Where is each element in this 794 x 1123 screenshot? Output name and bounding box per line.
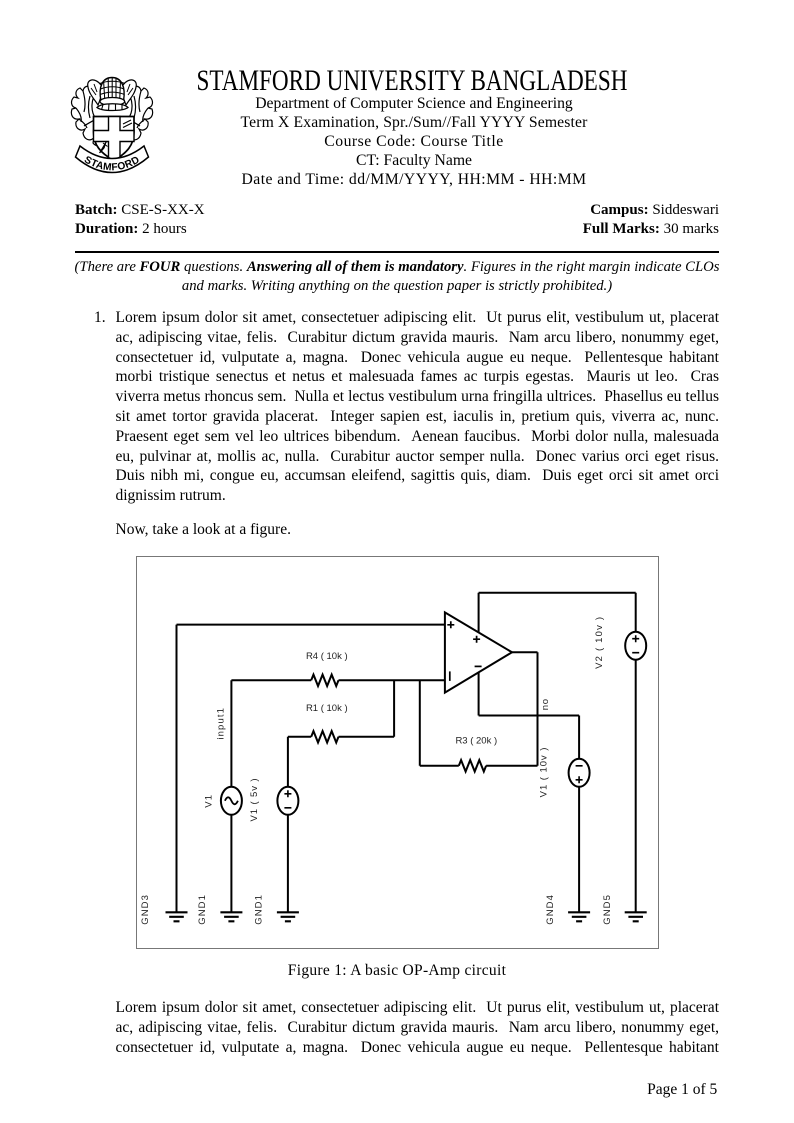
svg-text:GND3: GND3 [140, 894, 151, 925]
svg-text:GND4: GND4 [544, 894, 555, 925]
svg-text:V1 ( 10v ): V1 ( 10v ) [538, 747, 549, 798]
svg-text:R3 ( 20k ): R3 ( 20k ) [455, 736, 497, 747]
svg-text:input1: input1 [215, 707, 226, 739]
svg-text:GND1: GND1 [196, 894, 207, 925]
svg-text:R4 ( 10k ): R4 ( 10k ) [305, 651, 347, 662]
svg-text:GND1: GND1 [253, 894, 264, 925]
svg-text:R1 ( 10k ): R1 ( 10k ) [305, 703, 347, 714]
svg-text:no: no [540, 698, 551, 710]
svg-text:GND5: GND5 [601, 894, 612, 925]
svg-text:V2 ( 10v ): V2 ( 10v ) [594, 616, 605, 669]
svg-text:V1 ( 5v ): V1 ( 5v ) [249, 778, 260, 822]
svg-text:V1: V1 [203, 794, 214, 808]
